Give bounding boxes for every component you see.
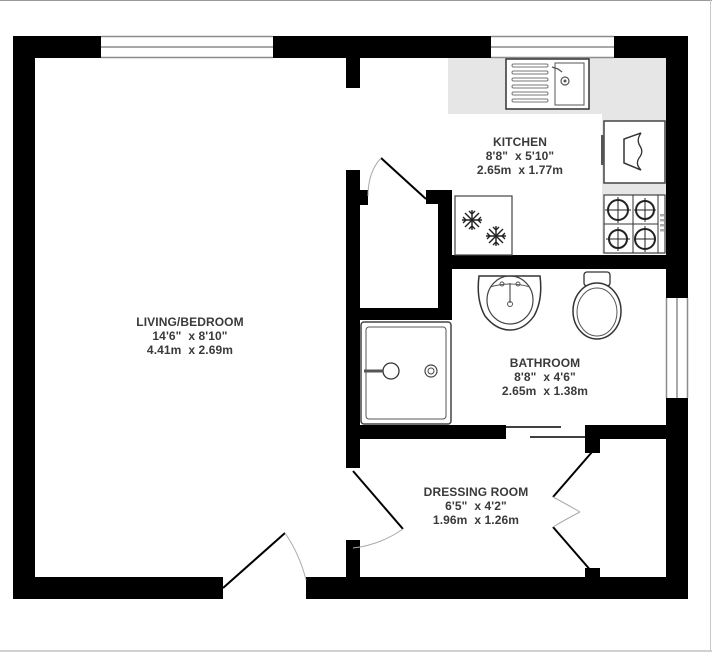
window-kitchen-top: [491, 35, 614, 59]
living-imperial: 14'6" x 8'10": [152, 329, 228, 343]
fridge-freezer-icon: [454, 195, 513, 256]
sliding-door-bathroom: [506, 426, 588, 438]
outer-walls: [13, 36, 688, 599]
window-living-top: [101, 35, 273, 59]
entrance-door[interactable]: [222, 532, 307, 589]
washing-machine-icon: [601, 120, 666, 184]
window-bathroom-side: [665, 298, 689, 398]
shower-tray-icon: [360, 321, 452, 425]
frame-top-border: [0, 0, 712, 1]
room-label-dressing-room: DRESSING ROOM 6'5" x 4'2" 1.96m x 1.26m: [396, 485, 556, 527]
frame-bottom-border: [0, 650, 712, 652]
washbasin-icon: [477, 275, 542, 331]
room-label-kitchen: KITCHEN 8'8" x 5'10" 2.65m x 1.77m: [440, 135, 600, 177]
room-label-living-bedroom: LIVING/BEDROOM 14'6" x 8'10" 4.41m x 2.6…: [100, 315, 280, 357]
dressing-metric: 1.96m x 1.26m: [432, 513, 520, 527]
interior-walls: [346, 58, 666, 582]
bathroom-name: BATHROOM: [509, 356, 581, 370]
dressing-name: DRESSING ROOM: [423, 485, 529, 499]
bathroom-imperial: 8'8" x 4'6": [514, 370, 576, 384]
wardrobe-doors[interactable]: [552, 451, 593, 573]
kitchen-metric: 2.65m x 1.77m: [476, 163, 564, 177]
toilet-icon: [572, 271, 622, 340]
dressing-room-door[interactable]: [352, 470, 404, 549]
sink-icon: [505, 58, 590, 110]
kitchen-name: KITCHEN: [492, 135, 548, 149]
frame-right-border: [710, 0, 711, 652]
dressing-imperial: 6'5" x 4'2": [445, 499, 507, 513]
living-name: LIVING/BEDROOM: [136, 315, 244, 329]
living-metric: 4.41m x 2.69m: [146, 343, 234, 357]
room-label-bathroom: BATHROOM 8'8" x 4'6" 2.65m x 1.38m: [470, 356, 620, 398]
hob-icon: [603, 194, 666, 254]
bathroom-metric: 2.65m x 1.38m: [501, 384, 589, 398]
hallway-door[interactable]: [367, 157, 427, 200]
kitchen-imperial: 8'8" x 5'10": [485, 149, 555, 163]
